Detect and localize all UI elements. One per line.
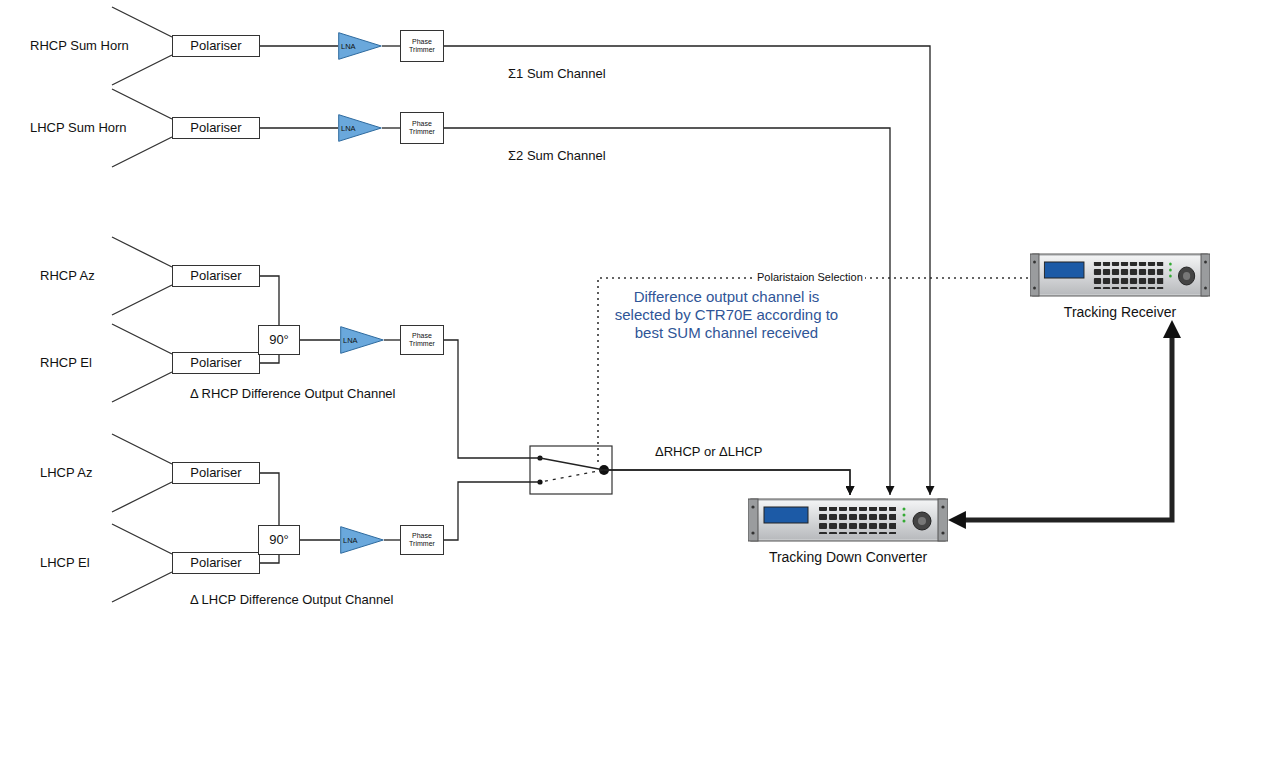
signal-line [260, 355, 279, 363]
horn-line [112, 7, 172, 37]
polariser-box: Polariser [172, 552, 260, 574]
horn-line [112, 137, 172, 167]
hybrid-90-box: 90° [258, 325, 300, 355]
horn-line [112, 55, 172, 85]
control-dotted-line [598, 278, 1028, 462]
signal-label: Δ RHCP Difference Output Channel [190, 386, 395, 401]
signal-label: Σ1 Sum Channel [508, 66, 606, 81]
phase-trimmer-box: Phase Trimmer [400, 525, 444, 555]
phase-trimmer-box: Phase Trimmer [400, 325, 444, 355]
signal-line [444, 46, 930, 495]
node-text: Polariser [190, 466, 241, 481]
polariser-box: Polariser [172, 117, 260, 139]
signal-label: Σ2 Sum Channel [508, 148, 606, 163]
control-link [960, 332, 1172, 520]
signal-label: LHCP El [40, 555, 90, 570]
equipment-label: Tracking Receiver [1030, 304, 1210, 320]
signal-line [382, 127, 400, 128]
amplifier-outline [341, 527, 384, 554]
node-text: LNA [343, 536, 358, 545]
horn-line [112, 482, 172, 512]
node-text: Phase Trimmer [402, 532, 442, 547]
signal-label: RHCP Az [40, 268, 95, 283]
control-line-label: Polaristaion Selection [755, 271, 865, 284]
horn-line [112, 89, 172, 119]
signal-line [260, 555, 279, 563]
signal-label: RHCP El [40, 355, 92, 370]
annotation-note: Difference output channel is selected by… [604, 288, 849, 342]
phase-trimmer-box: Phase Trimmer [400, 112, 444, 144]
signal-line [300, 539, 340, 540]
node-text: Phase Trimmer [402, 120, 442, 135]
node-text: 90° [269, 533, 289, 548]
node-text: Polariser [190, 269, 241, 284]
tracking-down-converter: Tracking Down Converter [748, 495, 948, 565]
signal-label: LHCP Sum Horn [30, 120, 127, 135]
signal-line [260, 473, 279, 525]
signal-line [260, 45, 338, 46]
signal-line [260, 276, 279, 325]
lna-amplifier: LNA [338, 114, 382, 142]
signal-line [444, 470, 850, 540]
lna-amplifier: LNA [338, 32, 382, 60]
polariser-box: Polariser [172, 352, 260, 374]
node-text: Polariser [190, 39, 241, 54]
horn-line [112, 524, 172, 554]
equipment-label: Tracking Down Converter [748, 549, 948, 565]
switch-box [530, 446, 612, 494]
node-text: Polariser [190, 121, 241, 136]
node-text: 90° [269, 333, 289, 348]
node-text: Polariser [190, 356, 241, 371]
signal-label: ΔRHCP or ΔLHCP [655, 444, 762, 459]
node-text: LNA [341, 42, 356, 51]
signal-label: LHCP Az [40, 465, 93, 480]
down-converter-unit [748, 499, 948, 541]
node-text: Polariser [190, 556, 241, 571]
signal-line [384, 539, 400, 540]
signal-line [300, 339, 340, 340]
signal-line [384, 339, 400, 340]
node-text: LNA [343, 336, 358, 345]
horn-line [112, 324, 172, 354]
phase-trimmer-box: Phase Trimmer [400, 30, 444, 62]
hybrid-90-box: 90° [258, 525, 300, 555]
tracking-receiver: Tracking Receiver [1030, 250, 1210, 320]
signal-line [382, 45, 400, 46]
signal-line [260, 127, 338, 128]
signal-label: Δ LHCP Difference Output Channel [190, 592, 393, 607]
node-text: Phase Trimmer [402, 38, 442, 53]
horn-line [112, 434, 172, 464]
lna-amplifier: LNA [340, 326, 384, 354]
horn-line [112, 372, 172, 402]
horn-line [112, 285, 172, 315]
polariser-box: Polariser [172, 462, 260, 484]
node-text: LNA [341, 124, 356, 133]
receiver-unit [1030, 254, 1210, 296]
polariser-box: Polariser [172, 265, 260, 287]
amplifier-outline [341, 327, 384, 354]
horn-line [112, 237, 172, 267]
node-text: Phase Trimmer [402, 332, 442, 347]
amplifier-outline [339, 115, 382, 142]
lna-amplifier: LNA [340, 526, 384, 554]
horn-line [112, 572, 172, 602]
polariser-box: Polariser [172, 35, 260, 57]
amplifier-outline [339, 33, 382, 60]
signal-line [444, 340, 850, 495]
horn-group [112, 7, 172, 602]
signal-label: RHCP Sum Horn [30, 38, 129, 53]
signal-line [444, 128, 890, 495]
